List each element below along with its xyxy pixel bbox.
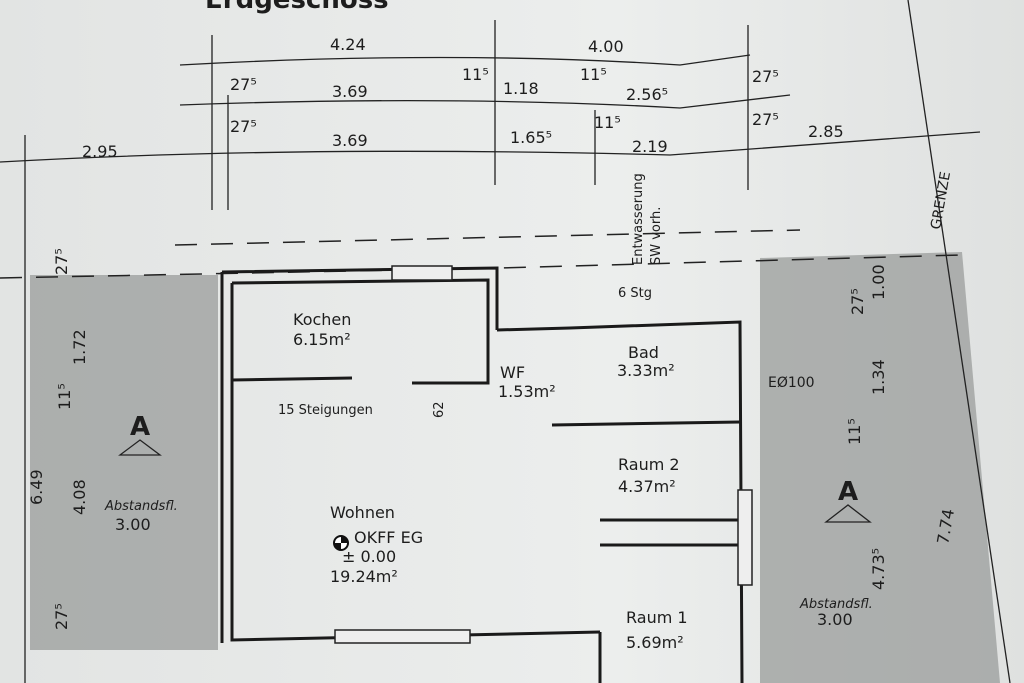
svg-text:27⁵: 27⁵ xyxy=(848,288,867,315)
dim-text: 2.56⁵ xyxy=(626,85,668,104)
left-setback-labels: A Abstandsfl. 3.00 27⁵ 1.72 11⁵ 4.08 6.4… xyxy=(27,248,178,630)
dim-text: 2.95 xyxy=(82,142,118,161)
dim-text: 11⁵ xyxy=(462,65,489,84)
room-raum2: Raum 2 4.37m² xyxy=(618,455,680,496)
dim-text: 1.65⁵ xyxy=(510,128,552,147)
dim-text: 27⁵ xyxy=(752,110,779,129)
room-wf: WF 1.53m² xyxy=(498,363,556,401)
svg-text:Raum 1: Raum 1 xyxy=(626,608,688,627)
property-line xyxy=(0,254,961,279)
dim-text: 3.69 xyxy=(332,131,368,150)
right-setback-labels: A Abstandsfl. 3.00 27⁵ 1.00 1.34 11⁵ 4.7… xyxy=(799,264,958,629)
svg-text:4.37m²: 4.37m² xyxy=(618,477,676,496)
svg-text:11⁵: 11⁵ xyxy=(55,383,74,410)
room-kochen: Kochen 6.15m² xyxy=(293,310,351,349)
dim-text: 27⁵ xyxy=(230,75,257,94)
room-wohnen: Wohnen OKFF EG ± 0.00 19.24m² xyxy=(330,503,423,586)
svg-text:4.73⁵: 4.73⁵ xyxy=(869,548,888,590)
svg-text:Wohnen: Wohnen xyxy=(330,503,395,522)
dim-text: 3.69 xyxy=(332,82,368,101)
drainage-label: Entwasserung xyxy=(631,173,646,265)
svg-text:6.49: 6.49 xyxy=(27,469,46,505)
dim-text: 2.85 xyxy=(808,122,844,141)
dim-62: 62 xyxy=(432,401,447,418)
dim-text: 27⁵ xyxy=(230,117,257,136)
svg-text:1.00: 1.00 xyxy=(869,264,888,300)
svg-text:A: A xyxy=(838,477,858,507)
svg-text:19.24m²: 19.24m² xyxy=(330,567,398,586)
stairs-label: 15 Steigungen xyxy=(278,403,373,418)
svg-text:± 0.00: ± 0.00 xyxy=(342,547,396,566)
svg-text:4.08: 4.08 xyxy=(70,479,89,515)
drain-pipe-label: EØ100 xyxy=(768,375,815,391)
dim-text: 4.24 xyxy=(330,35,366,54)
svg-text:1.34: 1.34 xyxy=(869,359,888,395)
dim-text: 11⁵ xyxy=(594,113,621,132)
steps-label: 6 Stg xyxy=(618,286,652,301)
svg-text:1.72: 1.72 xyxy=(70,329,89,365)
svg-text:5.69m²: 5.69m² xyxy=(626,633,684,652)
drainage-label-2: SW vorh. xyxy=(649,207,664,265)
room-raum1: Raum 1 5.69m² xyxy=(626,608,688,652)
roof-line xyxy=(174,229,801,246)
svg-text:OKFF EG: OKFF EG xyxy=(354,528,423,547)
svg-text:A: A xyxy=(130,412,150,442)
dim-text: 11⁵ xyxy=(580,65,607,84)
svg-text:Abstandsfl.: Abstandsfl. xyxy=(104,499,178,514)
right-setback-area xyxy=(760,252,1000,683)
walls xyxy=(220,265,753,683)
dim-text: 27⁵ xyxy=(752,67,779,86)
dim-text: 4.00 xyxy=(588,37,624,56)
svg-text:WF: WF xyxy=(500,363,525,382)
svg-text:Bad: Bad xyxy=(628,343,659,362)
svg-text:27⁵: 27⁵ xyxy=(52,603,71,630)
svg-text:1.53m²: 1.53m² xyxy=(498,382,556,401)
svg-text:Raum 2: Raum 2 xyxy=(618,455,680,474)
svg-text:Kochen: Kochen xyxy=(293,310,351,329)
plan-title: Erdgeschoss xyxy=(205,0,389,15)
svg-text:Abstandsfl.: Abstandsfl. xyxy=(799,597,873,612)
left-setback-area xyxy=(30,275,218,650)
svg-text:3.00: 3.00 xyxy=(817,610,853,629)
svg-text:6.15m²: 6.15m² xyxy=(293,330,351,349)
svg-text:3.00: 3.00 xyxy=(115,515,151,534)
room-bad: Bad 3.33m² xyxy=(617,343,675,380)
boundary-label: GRENZE xyxy=(928,170,954,230)
svg-text:27⁵: 27⁵ xyxy=(52,248,71,275)
dim-text: 1.18 xyxy=(503,79,539,98)
dim-text: 2.19 xyxy=(632,137,668,156)
svg-text:11⁵: 11⁵ xyxy=(845,418,864,445)
svg-text:3.33m²: 3.33m² xyxy=(617,361,675,380)
